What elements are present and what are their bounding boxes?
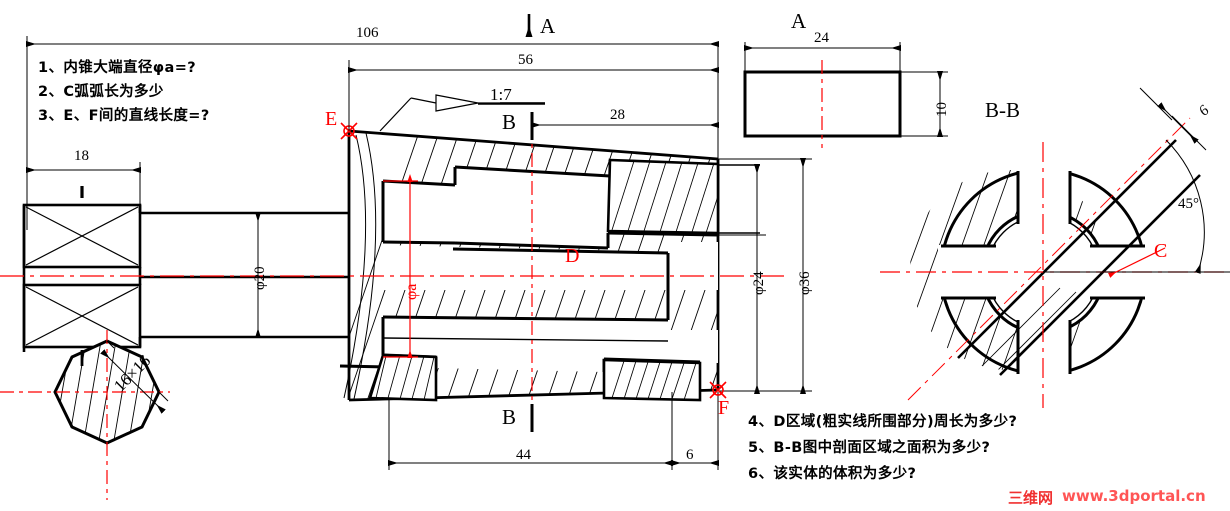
view-A-dim-10-label: 10 — [934, 102, 950, 117]
dim-label-106: 106 — [356, 25, 379, 41]
thin-extension-lines — [348, 60, 812, 160]
view-A-dim-24-label: 24 — [814, 30, 829, 46]
dim-label-28: 28 — [610, 107, 625, 123]
left-shaft-outline — [22, 203, 349, 352]
question-2: 2、C弧弧长为多少 — [38, 84, 164, 100]
view-BB-slot-edges — [941, 171, 1145, 374]
upper-right-block-hatch — [611, 160, 719, 234]
view-BB-band-hatch — [979, 287, 1077, 370]
taper-ratio-label: 1:7 — [490, 85, 512, 104]
watermark-cn: 三维网 — [1008, 489, 1054, 507]
section-label-A-main: A — [540, 14, 556, 38]
point-label-E: E — [325, 108, 338, 130]
view-BB-dim-45 — [1043, 139, 1230, 274]
question-5: 5、B-B图中剖面区域之面积为多少? — [748, 440, 991, 456]
view-A-dim-24 — [744, 42, 901, 72]
point-label-F: F — [718, 397, 730, 419]
dim-label-56: 56 — [518, 52, 533, 68]
view-BB-dim-6 — [1139, 87, 1207, 151]
question-6: 6、该实体的体积为多少? — [748, 466, 917, 482]
question-1: 1、内锥大端直径φa=? — [38, 60, 197, 76]
question-3: 3、E、F间的直线长度=? — [38, 108, 210, 124]
watermark-url: www.3dportal.cn — [1062, 487, 1206, 505]
dim-18 — [26, 162, 141, 205]
view-BB-diagonal-band — [957, 139, 1201, 376]
cavity-inner-steps — [382, 164, 760, 342]
dim-16x16 — [100, 340, 169, 414]
lower-insert-blocks — [368, 353, 702, 402]
dim-106 — [26, 41, 719, 159]
section-label-B-bottom: B — [502, 405, 517, 429]
left-shaft-flat-marks — [25, 206, 139, 346]
lower-insert-hatch — [375, 354, 697, 401]
cone-inner-taper-lines — [343, 132, 377, 400]
dim-dia24 — [718, 164, 766, 394]
view-BB-dim-45-label: 45° — [1178, 196, 1199, 212]
section-label-B-top: B — [502, 110, 517, 134]
region-label-D: D — [565, 245, 580, 267]
view-BB-C-leader — [1107, 247, 1166, 278]
view-BB-title: B-B — [985, 98, 1021, 122]
view-A-dim-10 — [900, 71, 948, 137]
question-4: 4、D区域(粗实线所围部分)周长为多少? — [748, 414, 1018, 430]
dim-label-dia24: φ24 — [751, 271, 767, 295]
dim-label-6: 6 — [686, 447, 694, 463]
dim-dia-a — [383, 174, 418, 358]
dim-label-18: 18 — [74, 148, 89, 164]
dim-6 — [671, 392, 719, 470]
taper-symbol — [379, 94, 545, 132]
dim-label-dia20: φ20 — [252, 266, 268, 290]
view-BB-label-C: C — [1154, 240, 1168, 262]
view-A-title: A — [791, 9, 807, 33]
dim-label-dia36: φ36 — [797, 271, 813, 295]
dim-44 — [388, 392, 673, 470]
dim-label-dia-a: φa — [403, 283, 420, 300]
point-marker-F — [709, 381, 727, 399]
dim-label-44: 44 — [516, 447, 531, 463]
view-BB-diagonal-centerline — [907, 117, 1191, 401]
